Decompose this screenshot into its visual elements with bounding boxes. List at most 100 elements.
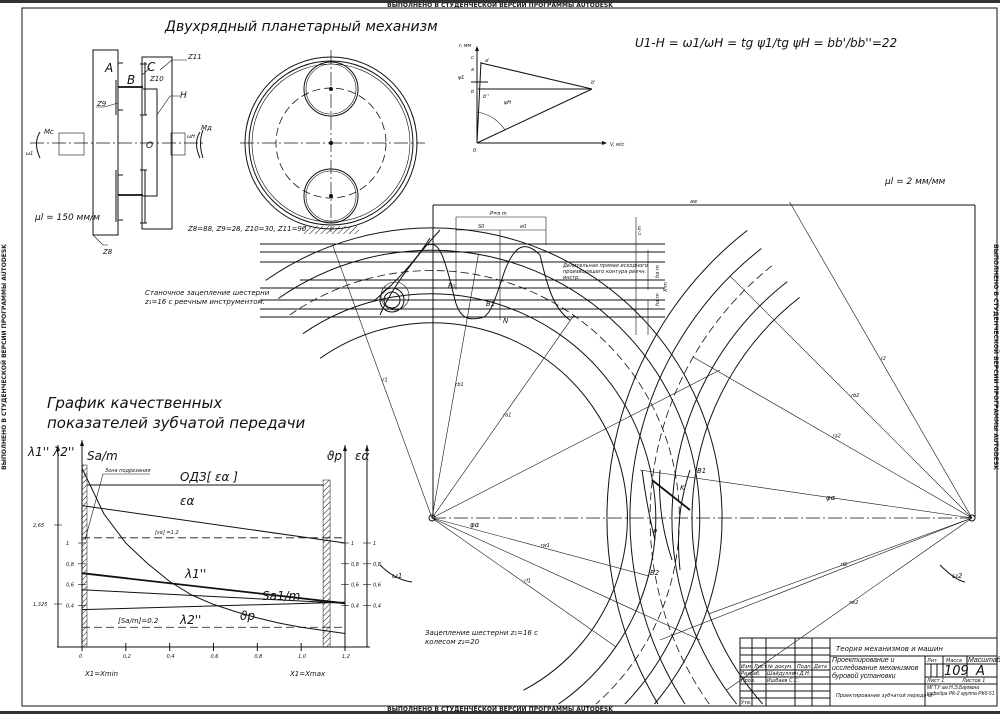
point-a: a xyxy=(471,67,474,73)
tb-name-dev: Шайдуллин Д.Н. xyxy=(767,671,810,677)
watermark-right: ВЫПОЛНЕНО В СТУДЕНЧЕСКОЙ ВЕРСИИ ПРОГРАММ… xyxy=(992,244,1000,470)
tb-scale: А xyxy=(975,664,985,679)
frame-border xyxy=(21,7,998,707)
tb-mass-header: Масса xyxy=(946,658,962,664)
tb-h-date: Дата xyxy=(813,664,827,670)
y-tick-label: 1 xyxy=(66,541,69,547)
point-K: K xyxy=(680,484,686,492)
axis-title: Sa/m xyxy=(87,449,118,463)
label-Md: Mд xyxy=(201,124,212,132)
series-label: λ1'' xyxy=(184,567,206,581)
watermark-bottom: ВЫПОЛНЕНО В СТУДЕНЧЕСКОЙ ВЕРСИИ ПРОГРАММ… xyxy=(387,705,613,713)
y-tick-label: 0,4 xyxy=(373,603,381,609)
x-tick-label: 1,0 xyxy=(298,654,306,660)
gear2-circle xyxy=(691,297,800,705)
gear1-radius-line xyxy=(431,517,650,577)
series-label: Sa1/m xyxy=(262,589,300,603)
point-N: N xyxy=(503,317,509,325)
tb-discipline: Теория механизмов и машин xyxy=(836,645,943,653)
tb-sheet: Лист 1 xyxy=(926,678,944,684)
tb-scale-header: Масштаб xyxy=(968,656,1000,664)
label-C: C xyxy=(147,60,156,74)
xmin-label: X1=Xmin xyxy=(84,670,118,678)
ratio-formula: U1-H = ω1/ωH = tg ψ1/tg ψH = bb'/bb''=22 xyxy=(635,36,897,50)
xmax-label: X1=Xmax xyxy=(289,670,326,678)
gear1-radius-line xyxy=(431,517,617,648)
label-ha-m-2: ha·m xyxy=(655,293,661,306)
gear2-radius-label: ra2 xyxy=(833,434,841,440)
point-c: c xyxy=(471,55,474,61)
rack-note: Станочное зацепление шестерни z₁=16 с ре… xyxy=(145,289,270,306)
label-Z10: Z10 xyxy=(149,75,164,83)
gear2-radius-label: rf2 xyxy=(840,562,847,568)
label-Z11: Z11 xyxy=(187,53,202,61)
tb-utv: Утв. xyxy=(741,700,752,706)
tb-h-doc: № докум. xyxy=(767,664,793,670)
axis-title: εα xyxy=(355,449,369,463)
label-Mc: Mc xyxy=(44,128,54,136)
label-x-m: X·m xyxy=(663,282,669,293)
gear2-radius-line xyxy=(729,275,973,519)
x-tick-label: 0,2 xyxy=(123,654,131,660)
gear1-radius-line xyxy=(332,245,433,519)
axis-v: V, м/с xyxy=(610,142,624,148)
gear1-circle xyxy=(319,322,628,691)
series-label: λ2'' xyxy=(179,613,201,627)
gear1-radius-label: ra1 xyxy=(503,412,511,418)
tb-row-dev: Разраб. xyxy=(741,671,761,677)
planetary-scheme: Двухрядный планетарный механизм A B C Z1… xyxy=(26,19,438,256)
point-b-double-prime: b'' xyxy=(483,94,489,100)
axis-title: λ1'' λ2'' xyxy=(27,445,74,459)
gear2-circle xyxy=(606,230,748,705)
planetary-scale: μl = 150 мм/м xyxy=(34,213,100,223)
x-tick-label: 0,6 xyxy=(211,654,219,660)
tb-row-check: Пров. xyxy=(741,678,756,684)
tb-sheet-title: Проектирование зубчатой передачи xyxy=(836,693,933,699)
gear1-circle xyxy=(278,249,701,705)
gear2-radius-label: rb2 xyxy=(851,393,859,399)
gear-mesh-drawing: μl = 2 мм/мм aw P=π m S0 e0 ha·m ha·m X·… xyxy=(260,177,976,705)
gear2-circle xyxy=(671,281,788,705)
limit-label: [εα] =1,2 xyxy=(155,530,179,536)
label-ha-m: ha·m xyxy=(655,265,661,278)
pressure-lines xyxy=(431,369,973,641)
tb-org: МГТУ им.Н.Э.Баумана кафедра РК-2 группа … xyxy=(927,685,995,697)
velocity-plan: r, мм V, м/с c a a' b b'' b' 0 ψ1 ψH U1-… xyxy=(458,36,897,154)
x-tick-label: 0,8 xyxy=(254,654,262,660)
label-pitch: P=π m xyxy=(490,211,507,217)
y-tick-label: 0,6 xyxy=(373,583,381,589)
gear1-radius-label: r1 xyxy=(382,378,387,384)
gear2-radius-label: rw2 xyxy=(849,600,858,606)
tb-h-izm: Изм xyxy=(741,664,751,670)
gear1-circle xyxy=(265,227,723,705)
gear1-radius-line xyxy=(431,314,575,519)
angle-phi2: φα xyxy=(826,494,836,502)
undercut-hatch xyxy=(81,464,88,648)
undercut-leader xyxy=(84,473,150,541)
point-P0: P₀ xyxy=(448,282,455,290)
pitch-line-note: Делительная прямая исходного производяще… xyxy=(563,263,648,281)
gear1-radius-line xyxy=(431,254,479,519)
label-O: O xyxy=(146,141,153,151)
bottom-strip xyxy=(0,711,1000,714)
x-tick-label: 1,2 xyxy=(342,654,350,660)
gear1-circle xyxy=(289,270,680,705)
limit-hatch xyxy=(322,479,331,648)
label-psiH: ψH xyxy=(504,100,511,106)
x-tick-label: 0 xyxy=(79,654,82,660)
y-tick-label: 0,8 xyxy=(66,562,74,568)
omega2-label: ω2 xyxy=(952,572,963,580)
y-tick-label: 0,8 xyxy=(373,562,381,568)
label-c-m: c·m xyxy=(637,226,643,235)
series-ϑp xyxy=(81,467,346,634)
series-label: εα xyxy=(180,494,194,508)
angle-phi1: φα xyxy=(470,521,480,529)
tb-h-sign: Подп. xyxy=(797,664,812,670)
label-omega1: ω1 xyxy=(26,151,33,157)
label-s0: S0 xyxy=(478,224,484,230)
gear2-radius-line xyxy=(708,517,973,615)
tb-mass: 109 xyxy=(944,664,969,679)
point-B1-rack: B1 xyxy=(486,300,495,308)
